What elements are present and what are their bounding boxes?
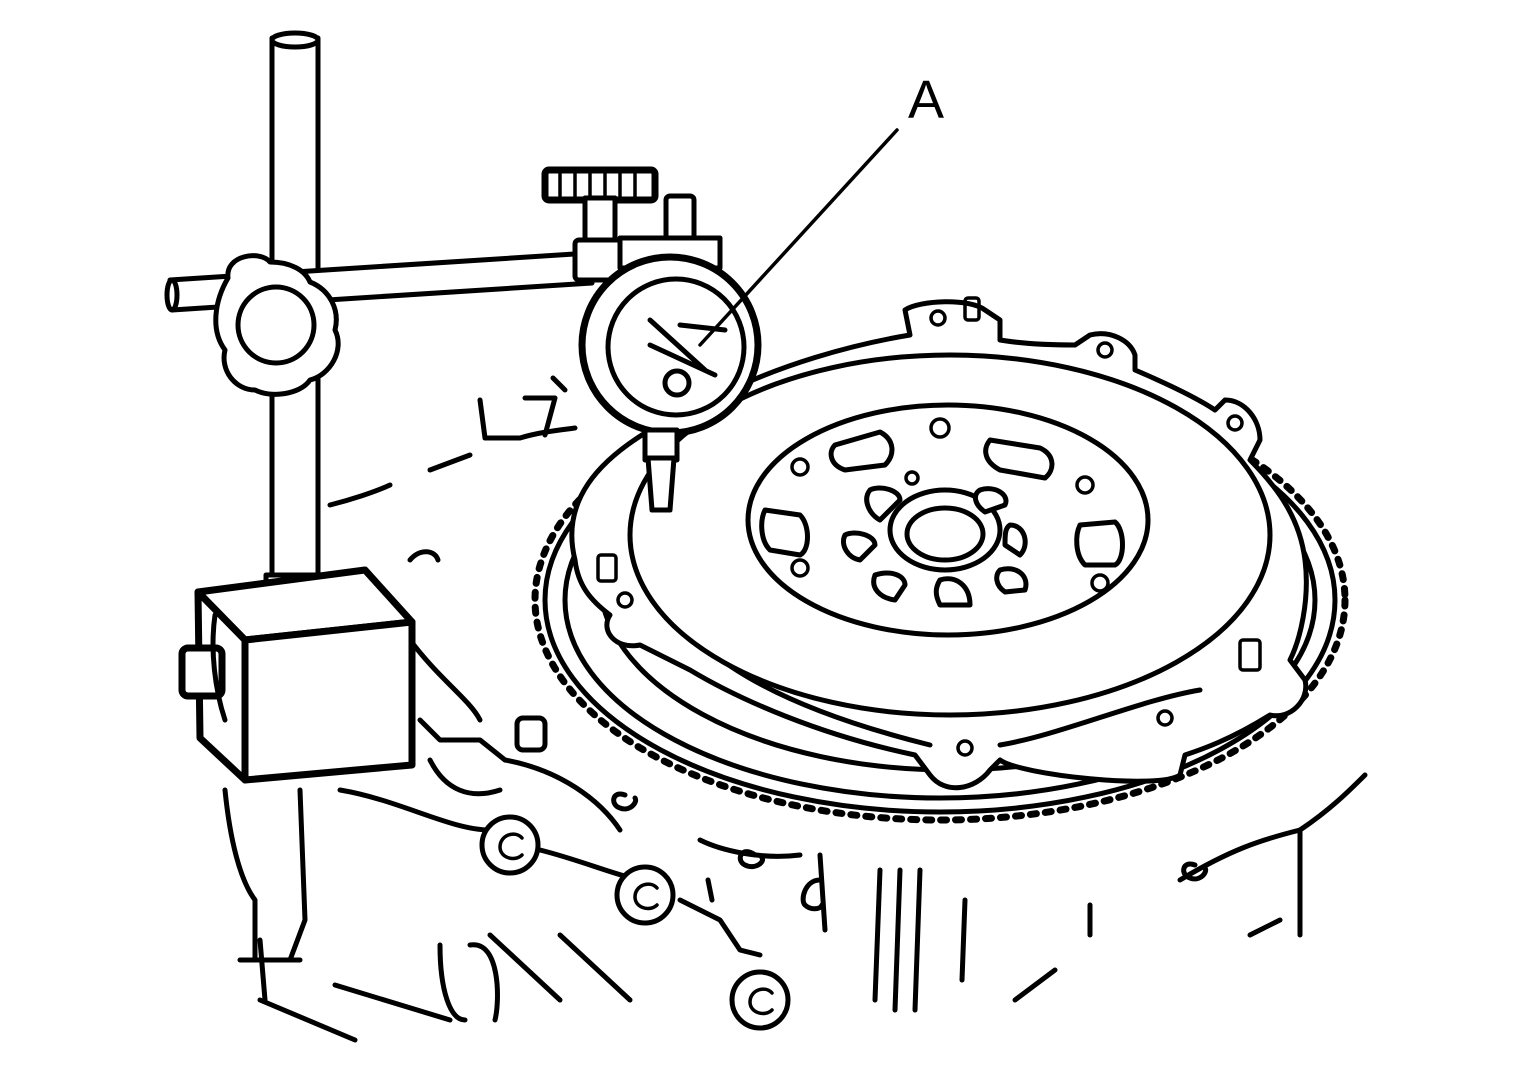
flywheel-face [627,352,1273,718]
callout-a: A [698,70,944,347]
callout-a-leader [698,128,899,347]
indicator-arm [164,250,595,397]
engine-block [222,375,1368,1043]
dial-indicator [541,166,762,513]
callout-a-label: A [908,70,944,130]
magnetic-base-stand [178,30,416,784]
